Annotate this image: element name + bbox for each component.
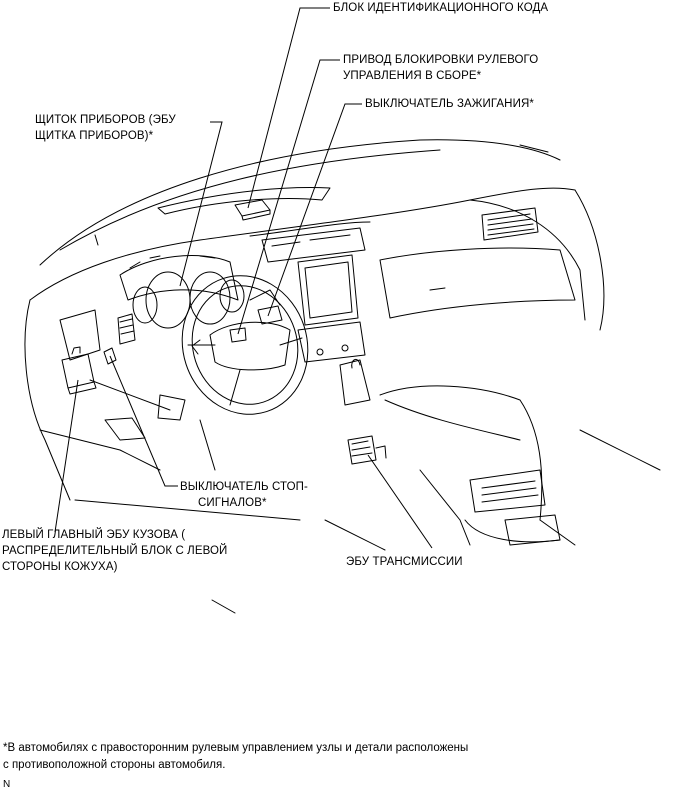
leader-main-body-ecu [54, 379, 79, 533]
label-steering-lock-line2: УПРАВЛЕНИЯ В СБОРЕ* [343, 70, 482, 82]
glovebox [379, 247, 576, 319]
dashboard-top [29, 187, 605, 331]
windshield-outline [39, 139, 561, 266]
label-main-body-ecu-line3: СТОРОНЫ КОЖУХА) [2, 561, 118, 573]
leader-combination-meter [179, 121, 223, 287]
left-kick-panel [24, 299, 171, 501]
instrument-cluster [119, 255, 245, 329]
right-air-vent [481, 207, 539, 241]
label-ignition-switch: ВЫКЛЮЧАТЕЛЬ ЗАЖИГАНИЯ* [365, 98, 534, 110]
id-code-box-part [234, 199, 271, 221]
label-stop-lamp-line1: ВЫКЛЮЧАТЕЛЬ СТОП- [180, 481, 308, 493]
label-id-code-box: БЛОК ИДЕНТИФИКАЦИОННОГО КОДА [333, 2, 549, 14]
stop-lamp-switch-part [103, 347, 117, 365]
label-stop-lamp-line2: СИГНАЛОВ* [198, 497, 267, 509]
main-body-ecu-part [61, 346, 97, 395]
label-main-body-ecu-line1: ЛЕВЫЙ ГЛАВНЫЙ ЭБУ КУЗОВА ( [2, 529, 186, 541]
label-combination-meter-line2: ЩИТКА ПРИБОРОВ)* [35, 130, 154, 142]
leader-stop-lamp [109, 355, 178, 487]
label-transmission-ecu: ЭБУ ТРАНСМИССИИ [346, 556, 463, 568]
leader-id-code [247, 7, 330, 209]
center-stack [261, 227, 366, 363]
leader-ignition [267, 103, 362, 317]
label-combination-meter-line1: ЩИТОК ПРИБОРОВ (ЭБУ [35, 114, 176, 126]
transmission-ecu-part [347, 435, 387, 465]
floor-lines [74, 499, 386, 614]
steering-wheel [181, 275, 309, 415]
corner-mark: N [3, 779, 11, 790]
label-steering-lock-line1: ПРИВОД БЛОКИРОВКИ РУЛЕВОГО [343, 54, 539, 66]
leader-steering-lock [237, 59, 340, 335]
footnote-line2: с противоположной стороны автомобиля. [3, 759, 226, 771]
center-console [339, 358, 661, 546]
left-vent [117, 313, 136, 345]
label-main-body-ecu-line2: РАСПРЕДЕЛИТЕЛЬНЫЙ БЛОК С ЛЕВОЙ [2, 545, 228, 557]
footnote-line1: *В автомобилях с правосторонним рулевым … [3, 742, 469, 754]
leader-transmission [367, 454, 433, 549]
